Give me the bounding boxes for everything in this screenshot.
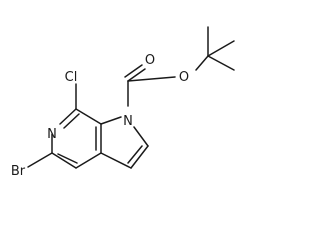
bond-c2-c3	[130, 145, 149, 169]
bond-c5-c4-inner	[57, 153, 78, 164]
atom-labels: Cl N N Br O O	[11, 53, 189, 179]
bond-carbonyl-o-double	[124, 64, 143, 78]
bond-c4-c3a	[75, 152, 102, 169]
bond-n1-c2	[133, 126, 149, 147]
atom-label-br: Br	[11, 164, 26, 179]
bond-c5-c4	[51, 152, 77, 169]
atom-label-o-carbonyl: O	[145, 53, 155, 68]
bond-oester-ctert	[195, 55, 209, 71]
atom-label-n-pyrrole: N	[123, 114, 133, 129]
bond-carbonyl-o	[127, 68, 146, 82]
bond-ctert-methyl-right	[207, 55, 235, 71]
bond-carbonyl-oester	[127, 76, 176, 82]
molecule-structure: Cl N N Br O O	[11, 26, 235, 179]
bond-c3-c3a	[100, 152, 132, 169]
bond-ctert-methyl-top	[207, 40, 235, 57]
bonds	[27, 26, 235, 169]
atom-label-o-ester: O	[179, 70, 189, 85]
bond-n6-c7	[59, 108, 77, 125]
bond-n6-c7-inner	[63, 113, 80, 129]
bond-c5-br	[27, 152, 53, 168]
bond-c7a-n1	[100, 116, 122, 125]
atom-label-cl: Cl	[65, 70, 78, 85]
bond-c7-c7a	[75, 108, 102, 125]
bond-c2-c3-inner	[127, 145, 143, 164]
atom-label-n-pyridine: N	[47, 127, 57, 142]
